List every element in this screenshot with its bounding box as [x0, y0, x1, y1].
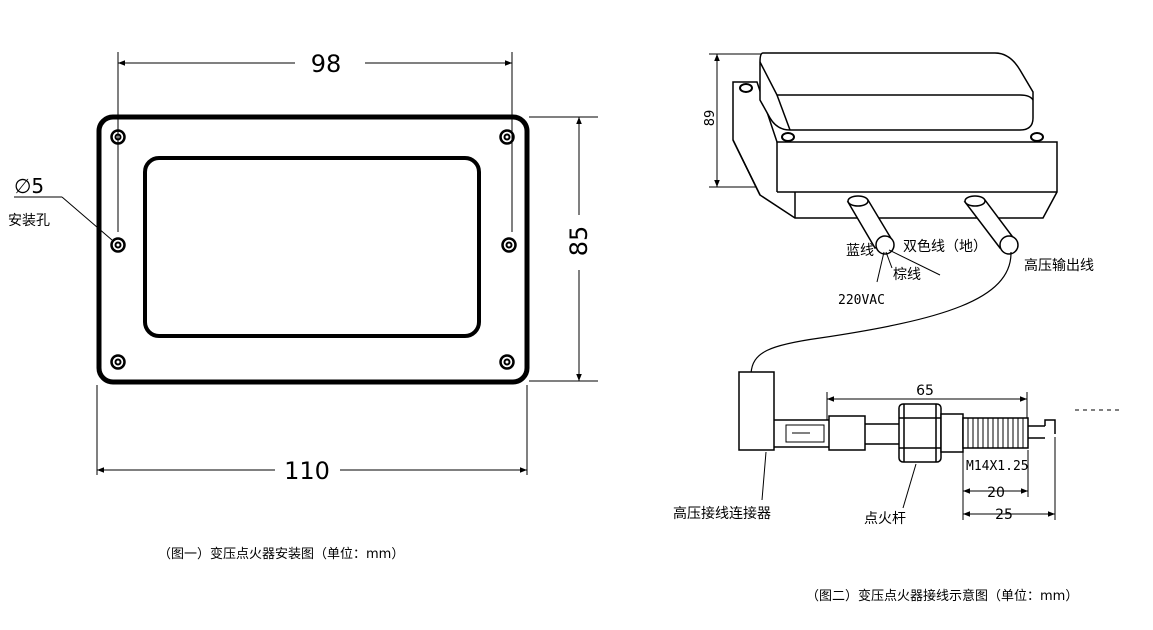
mounting-hole [110, 354, 126, 370]
hex-nut [898, 403, 942, 463]
cable-sleeves [846, 195, 1019, 255]
hole-diameter-label: ∅5 [14, 174, 44, 198]
plate-cutout [143, 156, 481, 338]
mounting-hole [499, 354, 515, 370]
dimension-20 [962, 450, 1029, 520]
brown-wire-label: 棕线 [893, 267, 921, 283]
dim-65-label: 65 [916, 383, 934, 399]
dimension-25 [963, 437, 1056, 520]
hole-callout [14, 196, 113, 241]
dim-110-label: 110 [284, 457, 330, 485]
mounting-holes [110, 129, 517, 370]
dim-25-label: 25 [995, 507, 1013, 523]
dimension-89 [709, 53, 765, 188]
dim-89-label: 89 [703, 110, 718, 127]
transformer-body [732, 52, 1058, 219]
dim-20-label: 20 [987, 485, 1005, 501]
voltage-label: 220VAC [838, 293, 885, 308]
igniter-wiring-figure: 89 [673, 52, 1120, 604]
figure1-caption: （图一）变压点火器安装图（单位：mm） [158, 546, 404, 562]
figure2-caption: （图二）变压点火器接线示意图（单位：mm） [806, 588, 1078, 604]
dimension-110 [96, 385, 528, 475]
dimension-65 [826, 392, 1028, 420]
hole-type-label: 安装孔 [8, 213, 50, 229]
leader-lines [761, 451, 917, 509]
hv-connector-label: 高压接线连接器 [673, 505, 771, 522]
ignition-rod-label: 点火杆 [864, 511, 906, 527]
wire-leads [750, 249, 1012, 375]
dim-85-label: 85 [565, 226, 593, 257]
hv-output-wire-label: 高压输出线 [1024, 257, 1094, 274]
mounting-hole [499, 129, 515, 145]
thread-spec-label: M14X1.25 [966, 459, 1029, 474]
dual-color-wire-label: 双色线（地） [903, 238, 987, 255]
plate-outline [96, 114, 530, 385]
hv-connector [738, 371, 899, 451]
mounting-plate-figure: 98 110 85 ∅5 安装孔 （图一）变压点火器安装图（单位：mm） [8, 50, 598, 562]
threaded-rod [940, 413, 1056, 453]
dimension-98 [117, 52, 513, 232]
mounting-hole [110, 237, 126, 253]
dimension-85 [529, 116, 598, 382]
mounting-hole [501, 237, 517, 253]
dim-98-label: 98 [311, 50, 342, 78]
blue-wire-label: 蓝线 [846, 243, 874, 259]
